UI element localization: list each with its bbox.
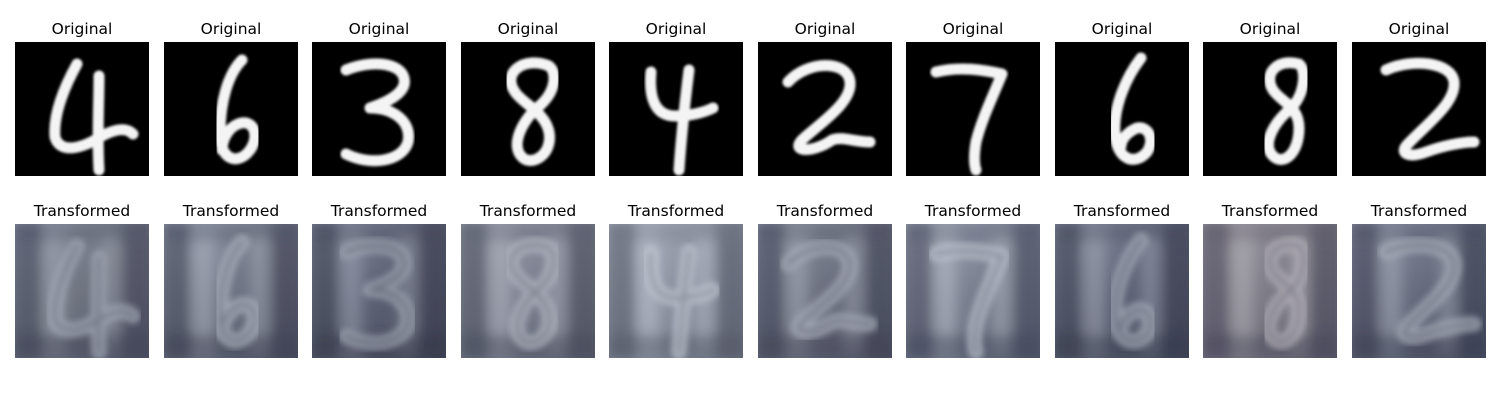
- transformed-image-10: [1352, 224, 1486, 358]
- transformed-image-8: [1055, 224, 1189, 358]
- original-title-9: Original: [1239, 20, 1301, 38]
- transformed-image-1: [15, 224, 149, 358]
- original-title-1: Original: [51, 20, 113, 38]
- transformed-image-3: [312, 224, 446, 358]
- transformed-image-9: [1203, 224, 1337, 358]
- transformed-title-7: Transformed: [924, 202, 1022, 220]
- transformed-image-5: [609, 224, 743, 358]
- original-title-3: Original: [348, 20, 410, 38]
- original-image-3: [312, 42, 446, 176]
- transformed-title-3: Transformed: [330, 202, 428, 220]
- original-title-4: Original: [497, 20, 559, 38]
- transformed-title-6: Transformed: [776, 202, 874, 220]
- transformed-image-4: [461, 224, 595, 358]
- original-image-10: [1352, 42, 1486, 176]
- original-image-9: [1203, 42, 1337, 176]
- transformed-image-2: [164, 224, 298, 358]
- transformed-title-9: Transformed: [1221, 202, 1319, 220]
- transformed-image-7: [906, 224, 1040, 358]
- original-image-8: [1055, 42, 1189, 176]
- original-image-4: [461, 42, 595, 176]
- original-title-10: Original: [1388, 20, 1450, 38]
- transformed-image-6: [758, 224, 892, 358]
- transformed-title-4: Transformed: [479, 202, 577, 220]
- transformed-title-8: Transformed: [1073, 202, 1171, 220]
- transformed-title-10: Transformed: [1370, 202, 1468, 220]
- original-title-2: Original: [200, 20, 262, 38]
- original-title-7: Original: [942, 20, 1004, 38]
- original-image-1: [15, 42, 149, 176]
- transformed-title-2: Transformed: [182, 202, 280, 220]
- original-image-2: [164, 42, 298, 176]
- original-title-6: Original: [794, 20, 856, 38]
- original-image-5: [609, 42, 743, 176]
- original-image-7: [906, 42, 1040, 176]
- original-title-8: Original: [1091, 20, 1153, 38]
- original-title-5: Original: [645, 20, 707, 38]
- transformed-title-5: Transformed: [627, 202, 725, 220]
- transformed-title-1: Transformed: [33, 202, 131, 220]
- original-image-6: [758, 42, 892, 176]
